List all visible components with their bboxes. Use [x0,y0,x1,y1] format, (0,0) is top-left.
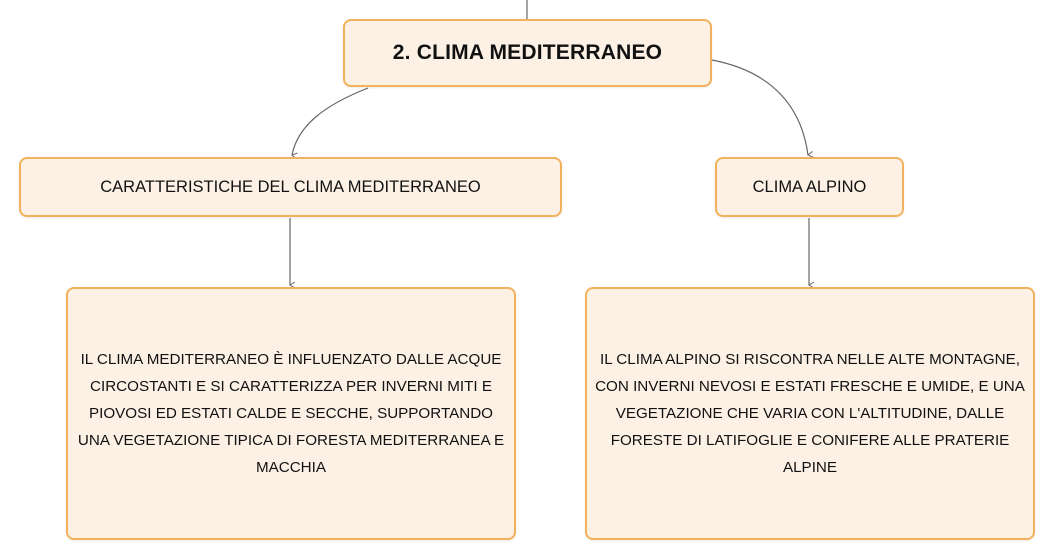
description-text: IL CLIMA ALPINO SI RISCONTRA NELLE ALTE … [595,351,1025,476]
branch-node-label: CLIMA ALPINO [752,177,867,196]
branch-node-alpine-climate[interactable]: CLIMA ALPINO [715,157,904,217]
description-node-mediterranean[interactable]: IL CLIMA MEDITERRANEO È INFLUENZATO DALL… [66,287,516,540]
description-text: IL CLIMA MEDITERRANEO È INFLUENZATO DALL… [77,351,505,476]
root-node[interactable]: 2. CLIMA MEDITERRANEO [343,19,712,87]
branch-node-mediterranean-characteristics[interactable]: CARATTERISTICHE DEL CLIMA MEDITERRANEO [19,157,562,217]
description-node-alpine[interactable]: IL CLIMA ALPINO SI RISCONTRA NELLE ALTE … [585,287,1035,540]
connector-root-to-right-heading [711,59,814,158]
branch-node-label: CARATTERISTICHE DEL CLIMA MEDITERRANEO [100,177,481,196]
connector-root-to-left-heading [291,87,369,160]
root-node-label: 2. CLIMA MEDITERRANEO [392,41,663,64]
